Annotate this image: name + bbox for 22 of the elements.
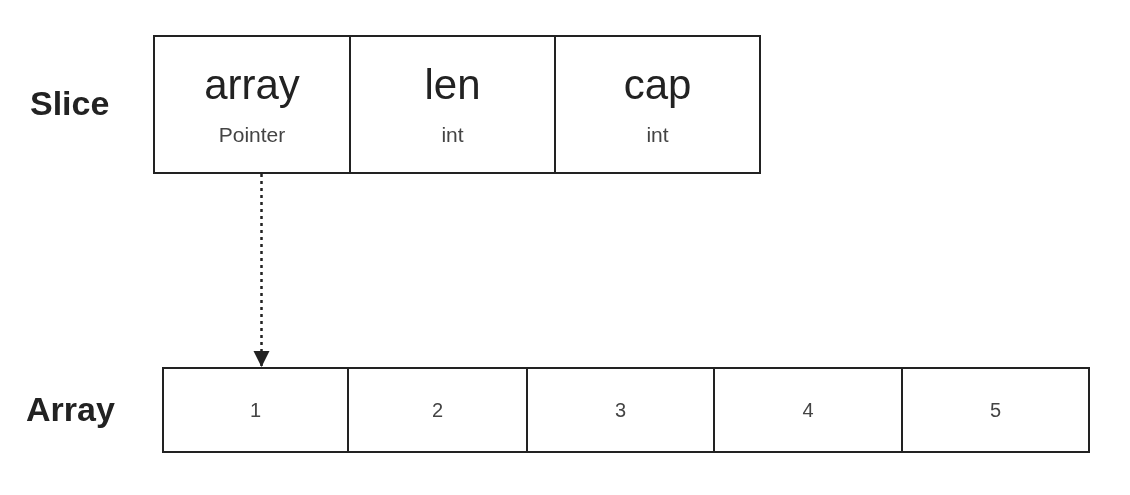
- field-type: int: [441, 122, 464, 147]
- element-value: 3: [614, 398, 627, 422]
- element-value: 4: [802, 398, 814, 422]
- array-element-cell: [713, 367, 903, 453]
- array-element-cell: [347, 367, 528, 453]
- field-name: array: [204, 62, 300, 109]
- element-value: 2: [431, 398, 444, 422]
- field-type: Pointer: [218, 122, 286, 147]
- element-value: 1: [249, 398, 262, 422]
- slice-field-cell: [153, 35, 351, 174]
- row-label: Array: [26, 390, 115, 429]
- slice-field-cell: [554, 35, 761, 174]
- field-name: len: [424, 62, 481, 109]
- array-element-cell: [162, 367, 349, 453]
- row-label: Slice: [30, 84, 110, 123]
- array-element-cell: [901, 367, 1090, 453]
- slice-field-cell: [349, 35, 556, 174]
- element-value: 5: [989, 398, 1002, 422]
- field-name: cap: [623, 62, 692, 109]
- array-element-cell: [526, 367, 715, 453]
- field-type: int: [646, 122, 669, 147]
- pointer-arrow: [253, 174, 270, 367]
